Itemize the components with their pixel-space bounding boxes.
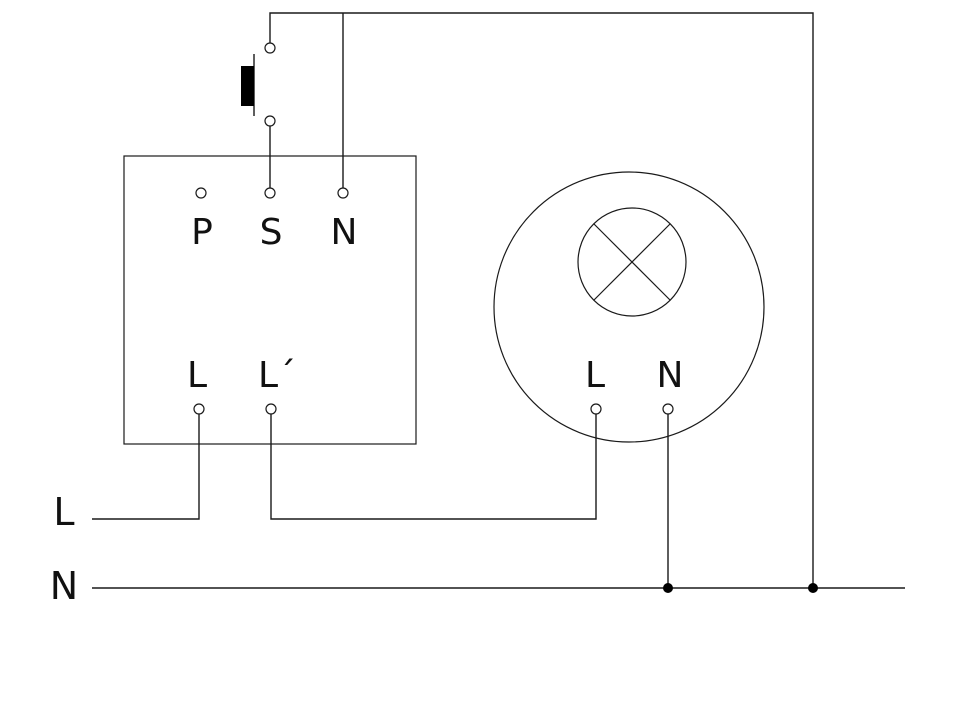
- label-lamp-n: N: [657, 355, 684, 396]
- label-p: P: [191, 212, 213, 253]
- wire-l-prime-to-lamp-l: [270, 413, 597, 520]
- pushbutton-icon: [241, 42, 276, 127]
- supply-neutral-label: N: [50, 564, 78, 608]
- lamp-cross-icon: [577, 207, 687, 317]
- luminaire: L N: [493, 171, 765, 443]
- terminal-lamp-l: [590, 403, 602, 415]
- terminal-p: [195, 187, 207, 199]
- label-l: L: [187, 355, 207, 396]
- wire-supply-l: [92, 413, 200, 520]
- terminal-s: [264, 187, 276, 199]
- wires: [92, 12, 905, 589]
- pushbutton-contact-bottom: [264, 115, 276, 127]
- terminal-l: [193, 403, 205, 415]
- luminaire-outline: [493, 171, 765, 443]
- terminal-n: [337, 187, 349, 199]
- label-lamp-l: L: [585, 355, 605, 396]
- pushbutton-contact-top: [264, 42, 276, 54]
- switch-module: P S N L L´: [123, 155, 417, 445]
- label-l-prime: L´: [258, 355, 296, 396]
- junction-top-loop: [808, 583, 818, 593]
- terminal-lamp-n: [662, 403, 674, 415]
- supply-line-label: L: [53, 490, 74, 534]
- switch-module-box: [123, 155, 417, 445]
- label-s: S: [260, 212, 283, 253]
- terminal-l-prime: [265, 403, 277, 415]
- junction-lamp-n: [663, 583, 673, 593]
- wire-pushbutton-to-neutral-bus: [269, 12, 814, 588]
- label-n: N: [331, 212, 358, 253]
